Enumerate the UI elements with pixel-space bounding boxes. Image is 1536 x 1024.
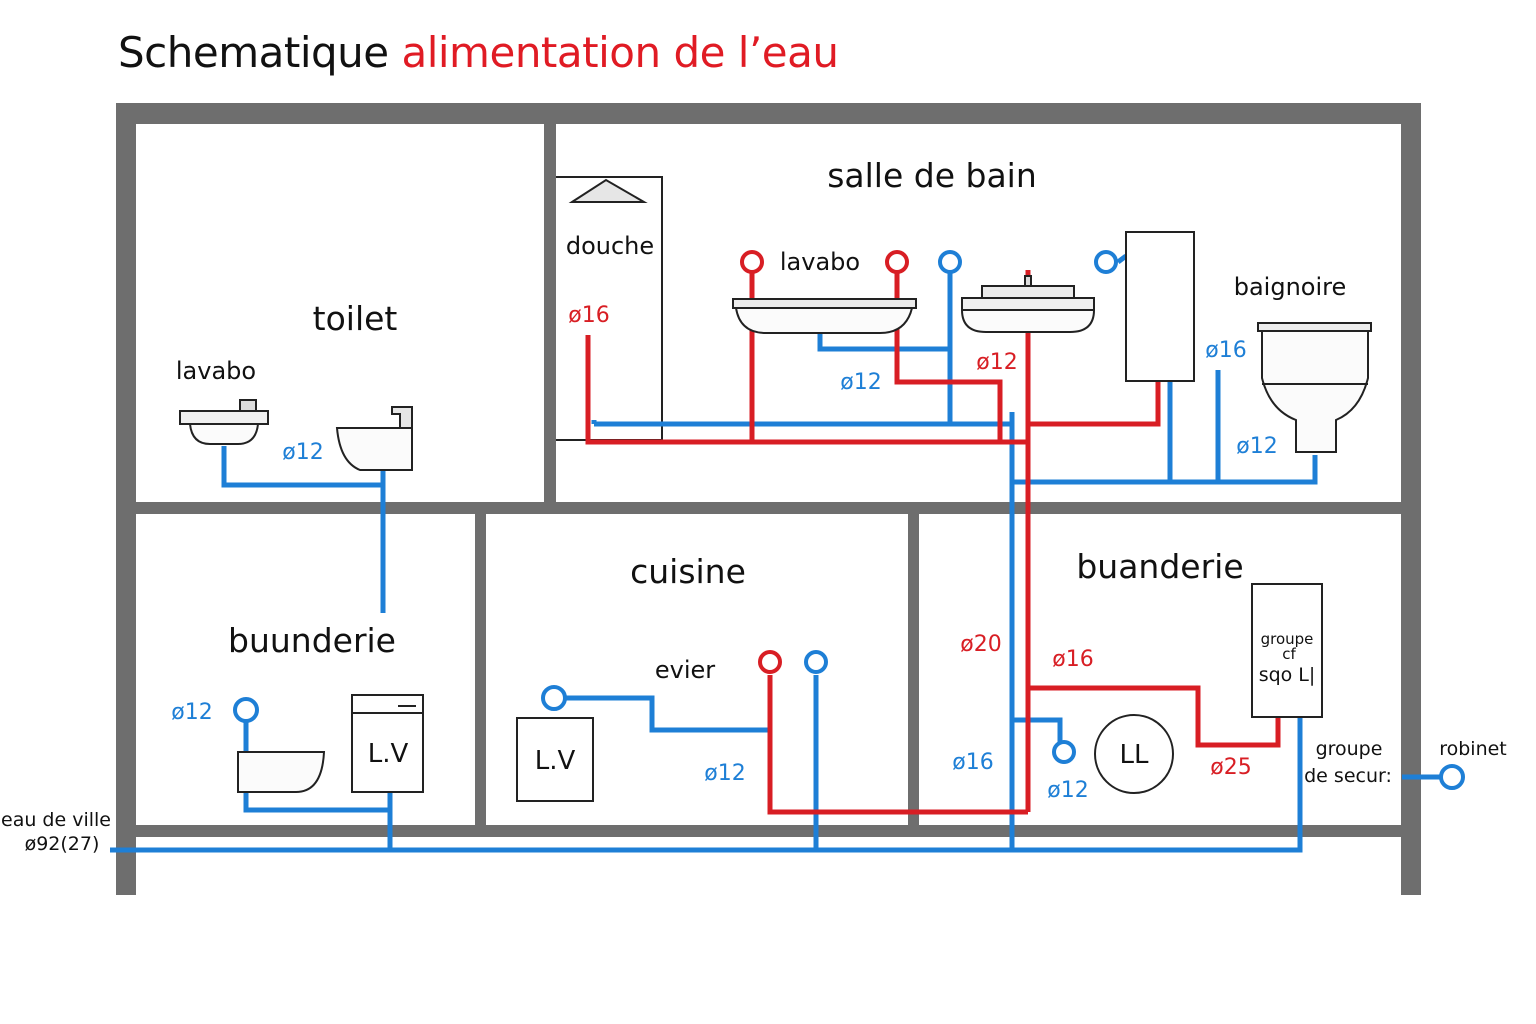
room-label-cuisine: cuisine <box>630 552 746 591</box>
wall-floor-bottom <box>116 825 1421 837</box>
dim-baignoire-16: ø16 <box>1205 338 1246 363</box>
sdb-sink-icon <box>960 275 1096 333</box>
toilet-wc-icon <box>335 406 413 471</box>
cold-baignoire-line <box>1012 455 1318 485</box>
tap-cold-evier <box>804 650 828 674</box>
shower-head-icon <box>568 178 648 203</box>
label-eau-de-ville-diameter: ø92(27) <box>25 833 100 855</box>
wall-buunderie-cuisine <box>475 510 486 830</box>
wall-toilet-sdb <box>544 103 556 513</box>
room-label-buunderie: buunderie <box>228 621 396 660</box>
dim-buand-20: ø20 <box>960 632 1001 657</box>
cold-ll-line <box>1012 717 1063 752</box>
label-robinet: robinet <box>1439 738 1507 760</box>
tap-cold-cuisine-lv <box>541 685 567 711</box>
cold-heater-link <box>1116 254 1128 264</box>
building-walls <box>116 103 1421 895</box>
label-lv-buunderie: L.V <box>368 739 409 769</box>
wall-right <box>1401 103 1421 895</box>
wall-top <box>116 103 1421 124</box>
tap-cold-lavabo <box>938 250 962 274</box>
dim-sdb-12-hot: ø12 <box>976 350 1017 375</box>
cold-main-supply <box>110 718 1303 853</box>
ll-circle <box>1094 714 1174 794</box>
cuisine-lv-box <box>516 717 594 802</box>
dim-douche-16: ø16 <box>568 303 609 328</box>
wall-cuisine-buanderie <box>908 510 919 830</box>
cold-cuisine-lv-line <box>566 695 770 733</box>
room-label-toilet: toilet <box>313 299 398 338</box>
dim-buand-16-hot: ø16 <box>1052 647 1093 672</box>
baignoire-icon <box>1257 322 1372 453</box>
room-label-salle-de-bain: salle de bain <box>827 156 1037 195</box>
dim-cuisine-12: ø12 <box>704 761 745 786</box>
tap-hot-lavabo-left <box>740 250 764 274</box>
label-evier: evier <box>655 656 715 684</box>
tap-hot-evier <box>758 650 782 674</box>
label-groupe-box-2: cf <box>1282 645 1296 663</box>
wall-left <box>116 103 136 895</box>
tap-cold-heater <box>1094 250 1118 274</box>
tap-cold-ll <box>1052 740 1076 764</box>
title-main: Schematique <box>118 28 389 77</box>
dim-buun-12: ø12 <box>171 700 212 725</box>
fixtures <box>179 231 1372 802</box>
label-groupe-secur-2: de secur: <box>1304 765 1392 787</box>
buun-lv-box <box>351 694 424 793</box>
hot-boiler-line <box>1028 685 1281 748</box>
tap-connectors <box>233 250 1465 790</box>
tap-robinet <box>1439 764 1465 790</box>
label-ll: LL <box>1120 740 1149 770</box>
label-groupe-secur-1: groupe <box>1316 738 1383 760</box>
room-label-buanderie: buanderie <box>1076 547 1243 586</box>
dim-sdb-lavabo-12: ø12 <box>840 370 881 395</box>
cold-lavabo-link <box>817 333 950 352</box>
water-heater-icon <box>1125 231 1195 382</box>
buun-basin-icon <box>237 751 326 793</box>
tap-hot-lavabo-right <box>885 250 909 274</box>
label-lv-cuisine: L.V <box>535 746 576 776</box>
dim-baignoire-12: ø12 <box>1236 434 1277 459</box>
diagram-title: Schematique alimentation de l’eau <box>118 28 839 77</box>
label-lavabo-toilet: lavabo <box>176 357 256 385</box>
label-groupe-box-1: groupe <box>1261 630 1314 648</box>
groupe-box <box>1251 583 1323 718</box>
hot-evier-line <box>767 675 1028 815</box>
label-douche: douche <box>566 232 654 260</box>
cold-toilet-line <box>221 446 386 613</box>
dim-buand-16-cold: ø16 <box>952 750 993 775</box>
title-highlight: alimentation de l’eau <box>401 28 839 77</box>
tap-cold-buun <box>233 697 259 723</box>
toilet-washbasin-icon <box>179 399 269 445</box>
sdb-washbasin-icon <box>732 298 917 334</box>
label-lavabo-sdb: lavabo <box>780 248 860 276</box>
label-groupe-box-3: sqo L| <box>1259 664 1316 686</box>
label-eau-de-ville: eau de ville <box>1 809 111 831</box>
hot-sdb-horizontal <box>585 335 1028 445</box>
wall-floor-middle <box>116 502 1421 514</box>
dim-buand-25: ø25 <box>1210 755 1251 780</box>
dim-toilet-12: ø12 <box>282 440 323 465</box>
label-baignoire: baignoire <box>1234 273 1347 301</box>
dim-buand-12: ø12 <box>1047 778 1088 803</box>
